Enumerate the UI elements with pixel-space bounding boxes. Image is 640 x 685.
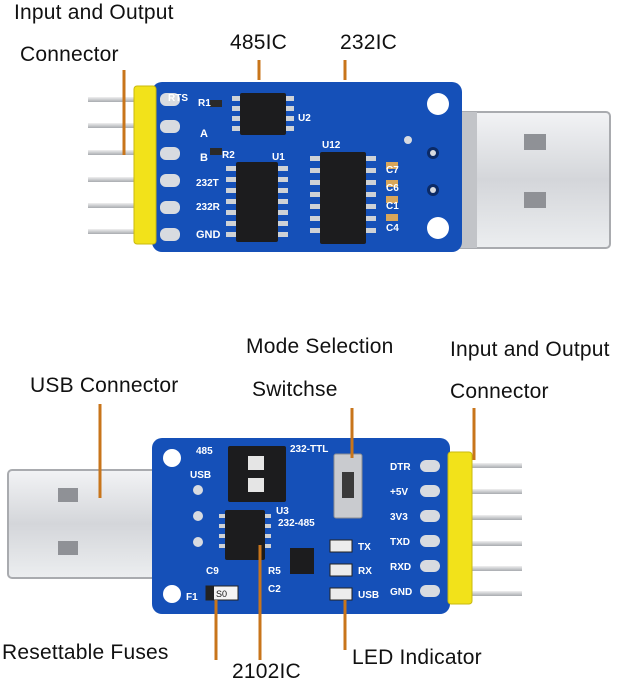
silk-485: 485 xyxy=(196,446,213,457)
led-indicators xyxy=(329,539,353,601)
u12-232-chip xyxy=(310,152,376,244)
bottom-header-pins xyxy=(470,463,522,596)
callout-mode-line2: Switchse xyxy=(252,378,338,401)
callout-mode-line1: Mode Selection xyxy=(246,335,394,358)
pin-label-gnd: GND xyxy=(196,229,221,241)
pin-label-b: B xyxy=(200,152,208,164)
silk-s0: S0 xyxy=(216,589,227,599)
bottom-board: 485 232-TTL 232-485 USB U3 C9 R5 C2 F1 S… xyxy=(7,438,522,614)
bottom-pcb xyxy=(152,438,450,614)
silk-c4: C4 xyxy=(386,223,399,234)
silk-u12: U12 xyxy=(322,140,341,151)
callout-232ic: 232IC xyxy=(340,31,398,54)
top-usb-plug xyxy=(454,111,611,249)
bottom-vias xyxy=(163,449,203,603)
top-header-pins xyxy=(88,97,156,234)
led-label-rx: RX xyxy=(358,566,372,577)
bottom-header xyxy=(447,451,473,605)
pin-label-3v3: 3V3 xyxy=(390,512,408,523)
pin-label-dtr: DTR xyxy=(390,462,411,473)
mode-switch xyxy=(228,446,286,502)
callout-bottom-connector-line2: Connector xyxy=(450,380,549,403)
u2-485-chip xyxy=(232,93,294,135)
silk-c9: C9 xyxy=(206,566,219,577)
resistor-array xyxy=(290,548,314,574)
silk-u2: U2 xyxy=(298,113,311,124)
top-pcb xyxy=(152,82,462,252)
u3-2102-chip xyxy=(219,510,271,560)
bottom-leaders xyxy=(98,404,476,660)
silk-r5: R5 xyxy=(268,566,281,577)
silk-c7: C7 xyxy=(386,165,399,176)
silk-f1: F1 xyxy=(186,592,198,603)
callout-bottom-connector-line1: Input and Output xyxy=(450,338,610,361)
top-board: R1 U2 R2 U1 U12 C7 C6 C1 C4 RTS A B 232T… xyxy=(88,82,611,252)
top-hole xyxy=(427,217,449,239)
bottom-pin-labels: DTR +5V 3V3 TXD RXD GND xyxy=(390,460,440,598)
pin-label-gnd-bottom: GND xyxy=(390,587,412,598)
silk-c1: C1 xyxy=(386,201,399,212)
silk-usb: USB xyxy=(190,470,211,481)
callout-485ic: 485IC xyxy=(230,31,288,54)
silk-c6: C6 xyxy=(386,183,399,194)
top-pin-labels: RTS A B 232T 232R GND xyxy=(160,93,221,241)
resettable-fuse xyxy=(205,585,239,601)
top-silkscreen: R1 U2 R2 U1 U12 C7 C6 C1 C4 xyxy=(198,98,399,234)
u1-chip xyxy=(226,162,288,242)
pin-label-txd: TXD xyxy=(390,537,410,548)
led-label-tx: TX xyxy=(358,542,371,553)
led-label-usb: USB xyxy=(358,590,379,601)
silk-u3: U3 xyxy=(276,506,289,517)
silk-u1: U1 xyxy=(272,152,285,163)
silk-c2: C2 xyxy=(268,584,281,595)
pin-label-rxd: RXD xyxy=(390,562,411,573)
top-passives xyxy=(210,100,398,221)
callout-2102ic: 2102IC xyxy=(232,660,301,683)
pin-label-a: A xyxy=(200,128,208,140)
top-header xyxy=(133,85,157,245)
callout-usb-connector: USB Connector xyxy=(30,374,179,397)
silk-r1: R1 xyxy=(198,98,211,109)
callout-led-indicator: LED Indicator xyxy=(352,646,482,669)
bottom-silkscreen: 485 232-TTL 232-485 USB U3 C9 R5 C2 F1 S… xyxy=(186,444,379,603)
selector-slide-switch xyxy=(333,453,363,519)
silk-r2: R2 xyxy=(222,150,235,161)
pin-label-rts: RTS xyxy=(168,93,188,104)
callout-top-connector-line1: Input and Output xyxy=(14,1,174,24)
pin-label-232r: 232R xyxy=(196,202,221,213)
top-hole xyxy=(427,93,449,115)
silk-232-ttl: 232-TTL xyxy=(290,444,328,455)
pin-label-5v: +5V xyxy=(390,487,408,498)
callout-top-connector-line2: Connector xyxy=(20,43,119,66)
callout-resettable-fuses: Resettable Fuses xyxy=(2,641,169,664)
pin-label-232t: 232T xyxy=(196,178,219,189)
top-leaders xyxy=(122,60,347,155)
silk-232-485: 232-485 xyxy=(278,518,315,529)
